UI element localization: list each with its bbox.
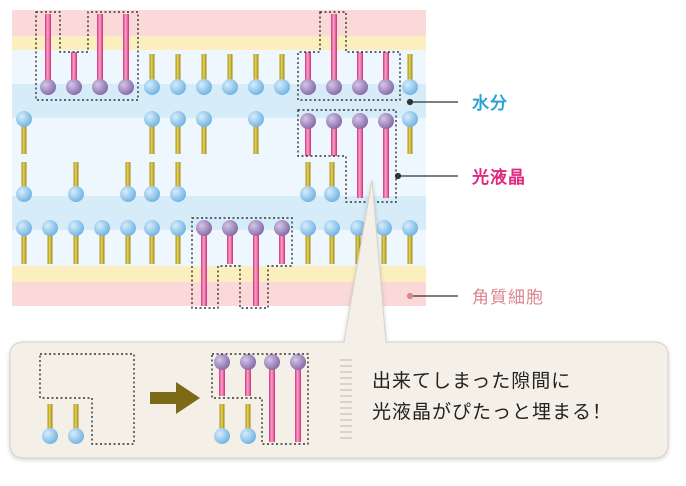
panel-after-pink-1 — [240, 354, 256, 396]
crystal-top-left-0 — [40, 14, 56, 95]
crystal-bottom-1 — [274, 220, 290, 264]
crystal-top-right-2 — [352, 52, 368, 95]
lipid-row1-2 — [196, 54, 212, 95]
crystal-middle-0 — [300, 113, 316, 156]
lipid-row2-4 — [248, 111, 264, 154]
lipid-row1-5 — [274, 54, 290, 95]
lipid-row3-0 — [16, 162, 32, 202]
arrow-icon — [150, 382, 200, 414]
cream-band-top — [12, 36, 426, 50]
gap-outline-after — [211, 353, 309, 445]
lipid-row1-1 — [170, 54, 186, 95]
panel-molecules — [42, 354, 306, 444]
lipid-row4-2 — [68, 220, 84, 264]
caption-line-2: 光液晶がぴたっと埋まる！ — [372, 401, 613, 423]
stratum-label: 角質細胞 — [472, 288, 544, 308]
outline-top-right — [297, 11, 401, 101]
crystal-middle-long-1 — [378, 113, 394, 198]
crystal-callout-dot — [394, 172, 402, 180]
lipid-row2-0 — [16, 111, 32, 154]
crystal-bottom-0 — [222, 220, 238, 264]
panel-after-pink-2 — [264, 354, 280, 442]
lipid-row3-5 — [300, 162, 316, 202]
lipid-row2-3 — [196, 111, 212, 154]
lipid-row3-1 — [68, 162, 84, 202]
crystal-middle-1 — [326, 113, 342, 156]
lipid-molecules — [16, 54, 418, 264]
lipid-row3-6 — [324, 162, 340, 202]
stratum-callout-dot — [406, 292, 414, 300]
dotted-outlines — [35, 11, 401, 309]
explanation-panel — [9, 179, 669, 459]
lipid-row4-0 — [16, 220, 32, 264]
lipid-row1-4 — [248, 54, 264, 95]
panel-after-pink-3 — [290, 354, 306, 442]
crystal-top-left-3 — [118, 14, 134, 95]
lipid-row4-1 — [42, 220, 58, 264]
lipid-row2-1 — [144, 111, 160, 154]
crystal-top-right-1 — [326, 14, 342, 95]
crystal-bottom-long-1 — [248, 220, 264, 306]
outline-middle-right — [297, 109, 397, 203]
crystal-bottom-long-0 — [196, 220, 212, 306]
crystal-top-left-1 — [66, 52, 82, 95]
panel-bubble — [9, 179, 669, 459]
lipid-row4-5 — [144, 220, 160, 264]
lipid-row4-6 — [170, 220, 186, 264]
lipid-row2-2 — [170, 111, 186, 154]
crystal-top-right-3 — [378, 52, 394, 95]
outline-bottom — [191, 217, 293, 309]
gap-outline-before — [39, 353, 135, 445]
cream-band-bottom — [12, 266, 426, 282]
lipid-row3-2 — [120, 162, 136, 202]
callout-lines — [394, 98, 458, 300]
panel-after-gold-1 — [240, 404, 256, 444]
lipid-row2-5 — [402, 111, 418, 154]
panel-before-1 — [68, 404, 84, 444]
lipid-row3-4 — [170, 162, 186, 202]
stratum-band-top — [12, 10, 426, 36]
crystal-top-right-0 — [300, 52, 316, 95]
lipid-row4-7 — [300, 220, 316, 264]
lipid-row4-8 — [324, 220, 340, 264]
crystal-label: 光液晶 — [472, 168, 526, 188]
outline-top-left — [35, 11, 139, 101]
crystal-middle-long-0 — [352, 113, 368, 198]
lipid-row4-9 — [350, 220, 366, 264]
lipid-row4-3 — [94, 220, 110, 264]
lipid-row1-0 — [144, 54, 160, 95]
water-callout-dot — [406, 98, 414, 106]
lipid-row4-11 — [402, 220, 418, 264]
lipid-row4-4 — [120, 220, 136, 264]
panel-after-pink-0 — [214, 354, 230, 396]
caption-line-1: 出来てしまった隙間に — [372, 370, 572, 392]
water-label: 水分 — [472, 94, 508, 114]
lipid-row4-10 — [376, 220, 392, 264]
panel-divider — [340, 359, 352, 439]
lipid-row3-3 — [144, 162, 160, 202]
panel-before-0 — [42, 404, 58, 444]
panel-after-gold-0 — [214, 404, 230, 444]
lipid-row1-6 — [402, 54, 418, 95]
lipid-row1-3 — [222, 54, 238, 95]
crystal-top-left-2 — [92, 14, 108, 95]
crystal-molecules — [40, 14, 394, 306]
